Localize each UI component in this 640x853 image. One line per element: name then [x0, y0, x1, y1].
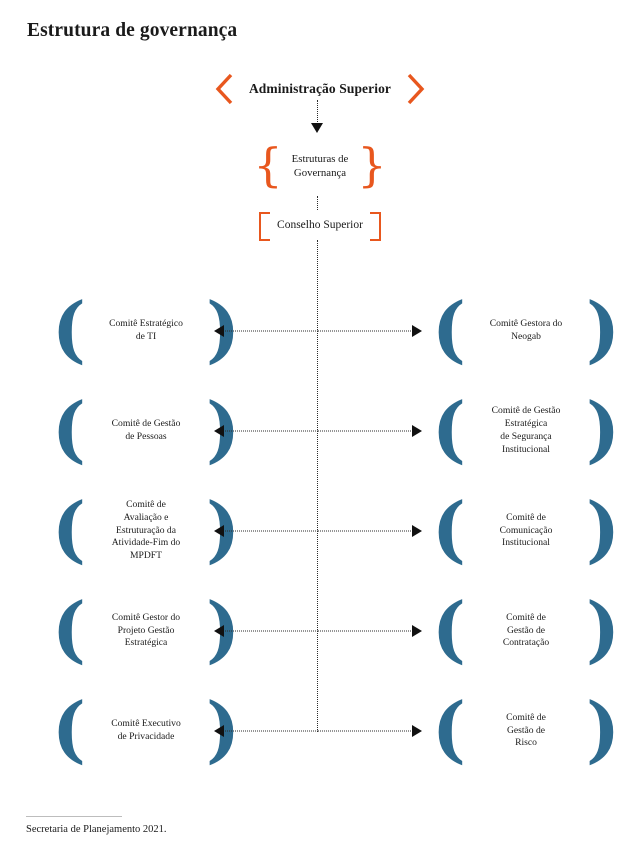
connector-left	[222, 430, 318, 432]
node-label-estruturas-de-governanca: Estruturas de Governança	[291, 153, 349, 180]
node-committee-right: ( Comitê de Comunicação Institucional )	[412, 486, 640, 572]
arrow-left-icon	[214, 325, 224, 337]
node-estruturas-de-governanca: { Estruturas de Governança }	[0, 138, 640, 193]
connector-left	[222, 630, 318, 632]
connector-governance-to-council	[317, 196, 318, 210]
paren-left-icon: (	[431, 286, 466, 372]
node-label-committee-right: Comitê de Gestão de Risco	[506, 711, 546, 749]
node-label-committee-left: Comitê Executivo de Privacidade	[111, 718, 181, 742]
arrow-right-icon	[412, 325, 422, 337]
node-label-administracao-superior: Administração Superior	[248, 81, 392, 96]
arrow-right-icon	[412, 525, 422, 537]
node-conselho-superior: Conselho Superior	[0, 212, 640, 241]
node-committee-left: ( Comitê de Gestão de Pessoas )	[32, 386, 260, 472]
node-committee-left: ( Comitê Gestor do Projeto Gestão Estrat…	[32, 586, 260, 672]
chevron-left-icon	[213, 72, 235, 106]
brace-right-icon: }	[357, 138, 387, 193]
node-label-committee-right: Comitê Gestora do Neogab	[489, 318, 563, 342]
paren-left-icon: (	[431, 486, 466, 572]
node-label-committee-left: Comitê Gestor do Projeto Gestão Estratég…	[111, 611, 181, 649]
bracket-frame-icon: Conselho Superior	[257, 212, 383, 241]
node-administracao-superior: Administração Superior	[0, 72, 640, 106]
chevron-right-icon	[405, 72, 427, 106]
arrow-left-icon	[214, 525, 224, 537]
paren-right-icon: )	[586, 286, 621, 372]
node-committee-right: ( Comitê de Gestão de Risco )	[412, 686, 640, 772]
node-label-conselho-superior: Conselho Superior	[277, 219, 363, 231]
arrow-left-icon	[214, 625, 224, 637]
node-committee-right: ( Comitê de Gestão Estratégica de Segura…	[412, 386, 640, 472]
node-label-committee-left: Comitê de Gestão de Pessoas	[111, 418, 181, 442]
arrow-left-icon	[214, 425, 224, 437]
paren-left-icon: (	[431, 586, 466, 672]
node-committee-left: ( Comitê Estratégico de TI )	[32, 286, 260, 372]
page-title: Estrutura de governança	[27, 20, 238, 41]
connector-right	[317, 330, 413, 332]
connector-right	[317, 630, 413, 632]
paren-right-icon: )	[586, 386, 621, 472]
committee-row: ( Comitê Estratégico de TI ) ( Comitê Ge…	[0, 288, 640, 374]
committee-row: ( Comitê de Gestão de Pessoas ) ( Comitê…	[0, 388, 640, 474]
node-label-committee-right: Comitê de Gestão de Contratação	[502, 611, 550, 649]
connector-right	[317, 730, 413, 732]
arrow-right-icon	[412, 425, 422, 437]
arrow-right-icon	[412, 625, 422, 637]
node-committee-right: ( Comitê de Gestão de Contratação )	[412, 586, 640, 672]
committee-row: ( Comitê de Avaliação e Estruturação da …	[0, 488, 640, 574]
arrow-left-icon	[214, 725, 224, 737]
brace-left-icon: {	[253, 138, 283, 193]
node-committee-right: ( Comitê Gestora do Neogab )	[412, 286, 640, 372]
connector-right	[317, 430, 413, 432]
node-label-committee-right: Comitê de Comunicação Institucional	[499, 511, 553, 549]
footer-caption: Secretaria de Planejamento 2021.	[26, 824, 167, 835]
paren-left-icon: (	[51, 286, 86, 372]
connector-left	[222, 530, 318, 532]
paren-right-icon: )	[586, 686, 621, 772]
paren-left-icon: (	[431, 386, 466, 472]
committee-row: ( Comitê Gestor do Projeto Gestão Estrat…	[0, 588, 640, 674]
paren-left-icon: (	[51, 486, 86, 572]
connector-right	[317, 530, 413, 532]
connector-top-to-governance	[317, 100, 318, 126]
paren-left-icon: (	[431, 686, 466, 772]
node-committee-left: ( Comitê Executivo de Privacidade )	[32, 686, 260, 772]
node-label-committee-left: Comitê de Avaliação e Estruturação da At…	[111, 498, 181, 562]
arrow-down-icon	[311, 123, 323, 133]
connector-left	[222, 730, 318, 732]
paren-left-icon: (	[51, 686, 86, 772]
arrow-right-icon	[412, 725, 422, 737]
footer-divider	[26, 816, 122, 817]
connector-left	[222, 330, 318, 332]
paren-right-icon: )	[586, 586, 621, 672]
paren-right-icon: )	[586, 486, 621, 572]
committee-row: ( Comitê Executivo de Privacidade ) ( Co…	[0, 688, 640, 774]
node-label-committee-left: Comitê Estratégico de TI	[109, 318, 183, 342]
connector-main-spine	[317, 240, 318, 732]
paren-left-icon: (	[51, 386, 86, 472]
node-label-committee-right: Comitê de Gestão Estratégica de Seguranç…	[491, 405, 561, 455]
paren-left-icon: (	[51, 586, 86, 672]
